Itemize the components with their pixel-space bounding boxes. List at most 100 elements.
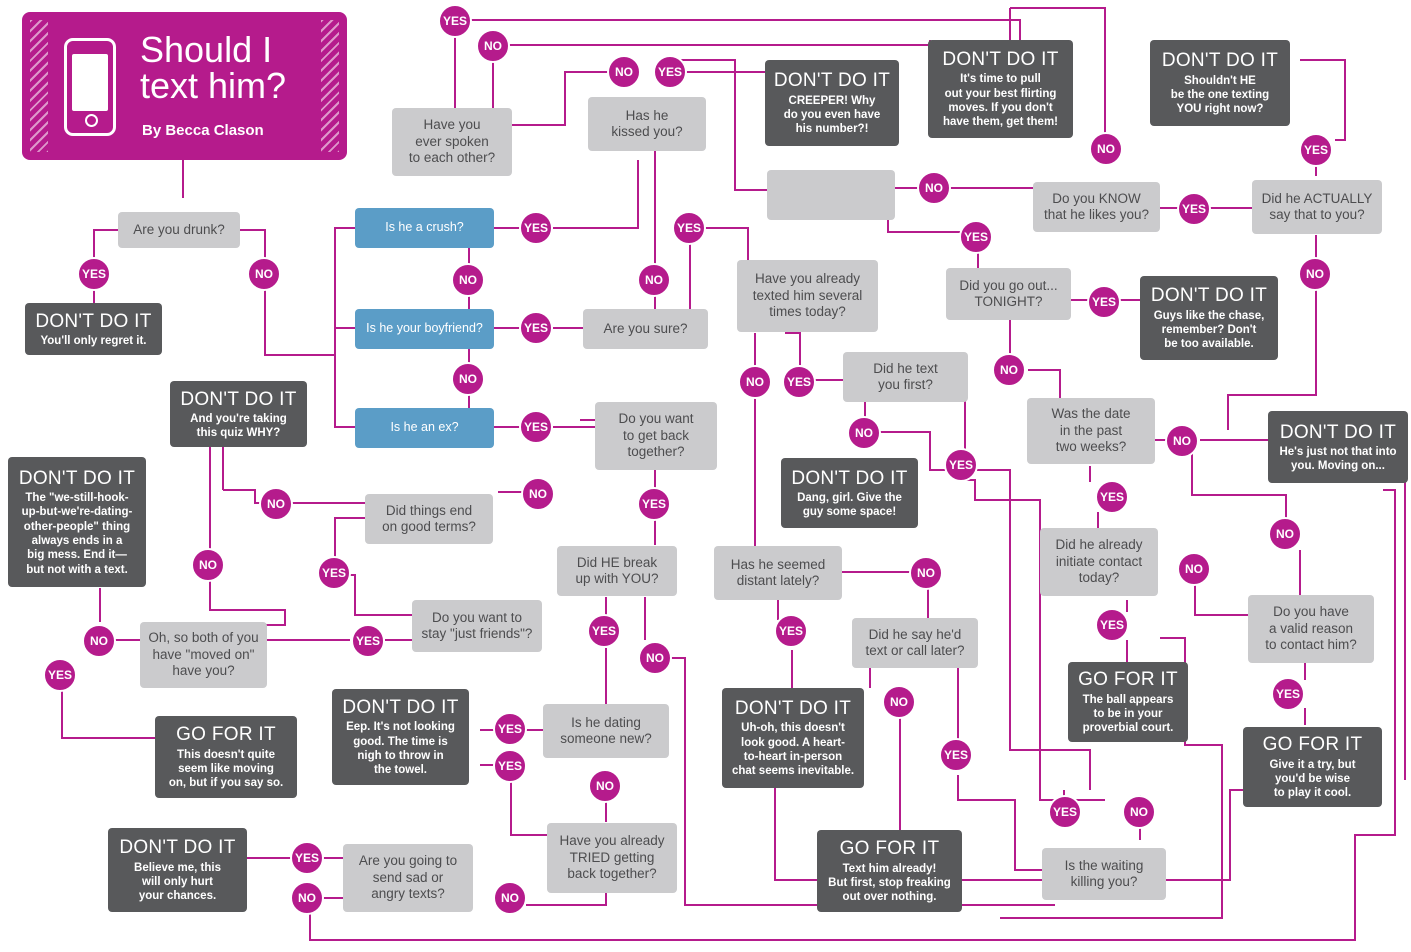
question-valid-reason: Do you have a valid reason to contact hi… [1248,595,1374,663]
verdict-text: The "we-still-hook- up-but-we're-dating-… [21,491,133,576]
answer-yes: YES [944,448,978,482]
question-drunk: Are you drunk? [118,212,240,248]
answer-no: NO [638,641,672,675]
answer-no: NO [909,556,943,590]
verdict-text: The ball appears to be in your proverbia… [1082,693,1174,735]
verdict-heading: DON'T DO IT [791,467,908,489]
verdict-space: DON'T DO IT Dang, girl. Give the guy som… [781,458,918,528]
verdict-text: CREEPER! Why do you even have his number… [783,94,881,136]
answer-no: NO [1177,552,1211,586]
verdict-heading: DON'T DO IT [1150,285,1268,307]
question-texted-several: Have you already texted him several time… [737,260,878,332]
answer-no: NO [247,257,281,291]
verdict-text-already: GO FOR IT Text him already! But first, s… [817,830,962,912]
answer-yes: YES [493,712,527,746]
verdict-heading: GO FOR IT [1262,734,1363,756]
verdict-heart-to-heart: DON'T DO IT Uh-oh, this doesn't look goo… [722,688,864,788]
answer-no: NO [882,685,916,719]
verdict-moving-on: GO FOR IT This doesn't quite seem like m… [155,716,297,798]
verdict-heading: DON'T DO IT [1161,50,1279,72]
decorative-stripe [30,20,48,152]
answer-yes: YES [774,614,808,648]
answer-no: NO [1165,424,1199,458]
verdict-text: Guys like the chase, remember? Don't be … [1153,309,1265,351]
answer-no: NO [521,477,555,511]
verdict-hurt-chances: DON'T DO IT Believe me, this will only h… [108,828,247,912]
question-want-back: Do you want to get back together? [595,402,717,470]
verdict-heading: GO FOR IT [839,838,940,860]
verdict-heading: GO FOR IT [176,724,276,746]
answer-yes: YES [939,738,973,772]
answer-yes: YES [519,311,553,345]
question-ex: Is he an ex? [355,408,494,448]
answer-yes: YES [672,211,706,245]
answer-no: NO [259,487,293,521]
answer-no: NO [738,365,772,399]
answer-no: NO [451,362,485,396]
verdict-heading: GO FOR IT [1078,669,1178,691]
answer-no: NO [493,881,527,915]
answer-no: NO [82,624,116,658]
question-crush: Is he a crush? [355,208,494,248]
verdict-why-quiz: DON'T DO IT And you're taking this quiz … [170,381,307,447]
answer-yes: YES [1299,133,1333,167]
question-he-break: Did HE break up with YOU? [557,546,677,596]
answer-yes: YES [519,211,553,245]
question-spoken: Have you ever spoken to each other? [392,108,512,176]
verdict-heading: DON'T DO IT [942,49,1059,71]
verdict-chase: DON'T DO IT Guys like the chase, remembe… [1140,276,1278,360]
verdict-creeper: DON'T DO IT CREEPER! Why do you even hav… [765,60,899,146]
answer-no: NO [588,769,622,803]
verdict-ball-court: GO FOR IT The ball appears to be in your… [1068,662,1188,742]
verdict-heading: DON'T DO IT [342,697,459,719]
answer-yes: YES [438,4,472,38]
question-initiate-contact: Did he already initiate contact today? [1040,528,1158,596]
answer-yes: YES [1177,192,1211,226]
smartphone-icon [64,38,116,136]
question-text-first: Did he text you first? [843,352,968,402]
verdict-text: And you're taking this quiz WHY? [190,412,287,440]
verdict-text: Eep. It's not looking good. The time is … [346,721,455,777]
question-sure: Are you sure? [583,309,708,349]
question-seemed-distant: Has he seemed distant lately? [714,546,842,600]
question-moved-on: Oh, so both of you have "moved on" have … [140,622,267,688]
verdict-shouldnt-you: DON'T DO IT Shouldn't HE be the one text… [1150,40,1290,126]
verdict-text: Believe me, this will only hurt your cha… [134,861,221,903]
question-sad-texts: Are you going to send sad or angry texts… [343,844,473,912]
verdict-text: Text him already! But first, stop freaki… [828,862,951,904]
answer-yes: YES [1095,608,1129,642]
question-kissed: Has he kissed you? [588,97,706,151]
answer-no: NO [476,29,510,63]
verdict-text: You'll only regret it. [40,334,147,347]
verdict-play-cool: GO FOR IT Give it a try, but you'd be wi… [1243,727,1382,807]
question-boyfriend: Is he your boyfriend? [355,309,494,349]
verdict-not-into: DON'T DO IT He's just not that into you.… [1268,411,1408,483]
verdict-text: This doesn't quite seem like moving on, … [168,748,284,790]
question-waiting-killing: Is the waiting killing you? [1042,848,1166,900]
answer-yes: YES [351,624,385,658]
answer-no: NO [992,353,1026,387]
answer-yes: YES [290,841,324,875]
answer-no: NO [290,881,324,915]
verdict-text: Give it a try, but you'd be wise to play… [1269,758,1356,800]
verdict-text: Uh-oh, this doesn't look good. A heart- … [731,722,855,778]
answer-yes: YES [959,220,993,254]
question-go-out-tonight: Did you go out... TONIGHT? [946,268,1071,320]
answer-no: NO [1089,132,1123,166]
verdict-flirting: DON'T DO IT It's time to pull out your b… [928,40,1073,138]
answer-yes: YES [1048,795,1082,829]
verdict-text: It's time to pull out your best flirting… [942,73,1059,129]
answer-yes: YES [317,556,351,590]
question-said-call: Did he say he'd text or call later? [852,618,978,668]
answer-yes: YES [1271,677,1305,711]
answer-yes: YES [782,365,816,399]
verdict-hookup: DON'T DO IT The "we-still-hook- up-but-w… [8,457,146,587]
decorative-stripe [321,20,339,152]
question-asked-out [767,170,895,220]
answer-no: NO [1298,257,1332,291]
verdict-heading: DON'T DO IT [773,70,891,92]
answer-yes: YES [653,55,687,89]
answer-no: NO [847,416,881,450]
answer-no: NO [1122,795,1156,829]
verdict-heading: DON'T DO IT [180,388,297,410]
